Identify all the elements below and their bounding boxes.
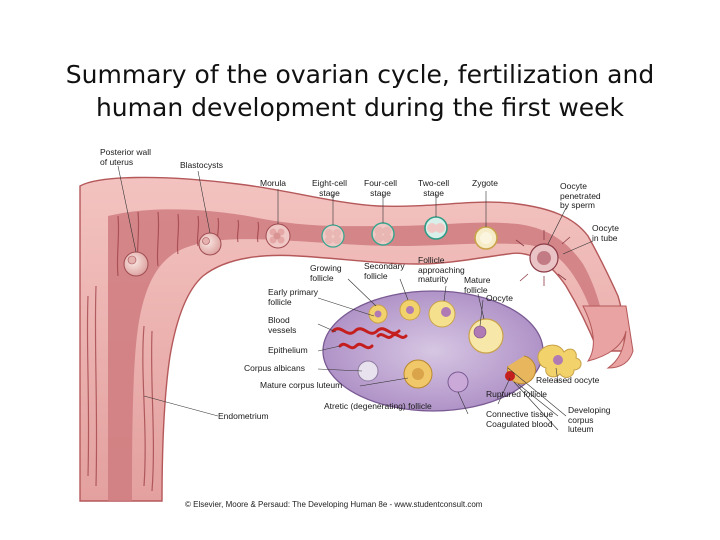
blastocyst-2 xyxy=(198,232,222,256)
label-epithelium: Epithelium xyxy=(268,345,308,355)
label-four-cell: Four-cell stage xyxy=(364,178,398,198)
eight-cell-stage xyxy=(321,224,345,248)
label-morula: Morula xyxy=(260,178,286,188)
figure-credit: © Elsevier, Moore & Persaud: The Develop… xyxy=(185,500,483,509)
label-connective-tissue: Connective tissue xyxy=(486,409,554,419)
label-oocyte: Oocyte xyxy=(486,293,513,303)
morula xyxy=(265,223,291,249)
label-growing-follicle: Growing follicle xyxy=(310,263,342,283)
title-line-2: human development during the first week xyxy=(95,93,625,122)
label-two-cell: Two-cell stage xyxy=(418,178,450,198)
secondary-follicle xyxy=(399,299,421,321)
endometrial-glands xyxy=(86,211,260,492)
uterus-wall xyxy=(79,176,626,502)
label-follicle-approaching: Follicle approaching maturity xyxy=(418,255,465,284)
label-atretic-follicle: Atretic (degenerating) follicle xyxy=(324,401,432,411)
label-endometrium: Endometrium xyxy=(218,411,269,421)
label-blood-vessels: Blood vessels xyxy=(268,315,297,335)
four-cell-stage xyxy=(371,222,395,246)
title-line-1: Summary of the ovarian cycle, fertilizat… xyxy=(65,60,655,89)
label-eight-cell: Eight-cell stage xyxy=(312,178,347,198)
ruptured-follicle xyxy=(505,355,536,385)
label-secondary-follicle: Secondary follicle xyxy=(364,261,405,281)
fimbriae xyxy=(582,305,634,369)
label-blastocysts: Blastocysts xyxy=(180,160,223,170)
label-mature-follicle: Mature follicle xyxy=(464,275,491,295)
label-mature-corpus-luteum: Mature corpus luteum xyxy=(260,380,343,390)
slide-title: Summary of the ovarian cycle, fertilizat… xyxy=(40,58,680,124)
blood-vessels xyxy=(331,327,408,350)
label-corpus-albicans: Corpus albicans xyxy=(244,363,305,373)
label-ruptured-follicle: Ruptured follicle xyxy=(486,389,547,399)
follicle-approaching-maturity xyxy=(428,300,456,328)
atretic-follicle xyxy=(447,371,469,393)
zygote xyxy=(474,226,498,250)
label-oocyte-penetrated: Oocyte penetrated by sperm xyxy=(560,181,601,210)
label-coagulated-blood: Coagulated blood xyxy=(486,419,553,429)
label-zygote: Zygote xyxy=(472,178,498,188)
label-developing-corpus-luteum: Developing corpus luteum xyxy=(568,405,611,434)
two-cell-stage xyxy=(424,216,448,240)
label-early-primary: Early primary follicle xyxy=(268,287,319,307)
mature-follicle xyxy=(468,318,504,354)
label-oocyte-in-tube: Oocyte in tube xyxy=(592,223,619,243)
label-posterior-wall: Posterior wall of uterus xyxy=(100,147,152,167)
label-released-oocyte: Released oocyte xyxy=(536,375,600,385)
ovarian-cycle-illustration: Posterior wall of uterus Blastocysts Mor… xyxy=(78,146,648,516)
mature-corpus-luteum xyxy=(403,359,433,389)
growing-follicle xyxy=(368,304,388,324)
blastocyst-1 xyxy=(123,251,149,277)
leader-lines xyxy=(117,165,594,431)
illustration-svg xyxy=(79,165,634,502)
released-oocyte xyxy=(537,344,582,378)
oocyte-penetrated-by-sperm xyxy=(515,230,571,286)
